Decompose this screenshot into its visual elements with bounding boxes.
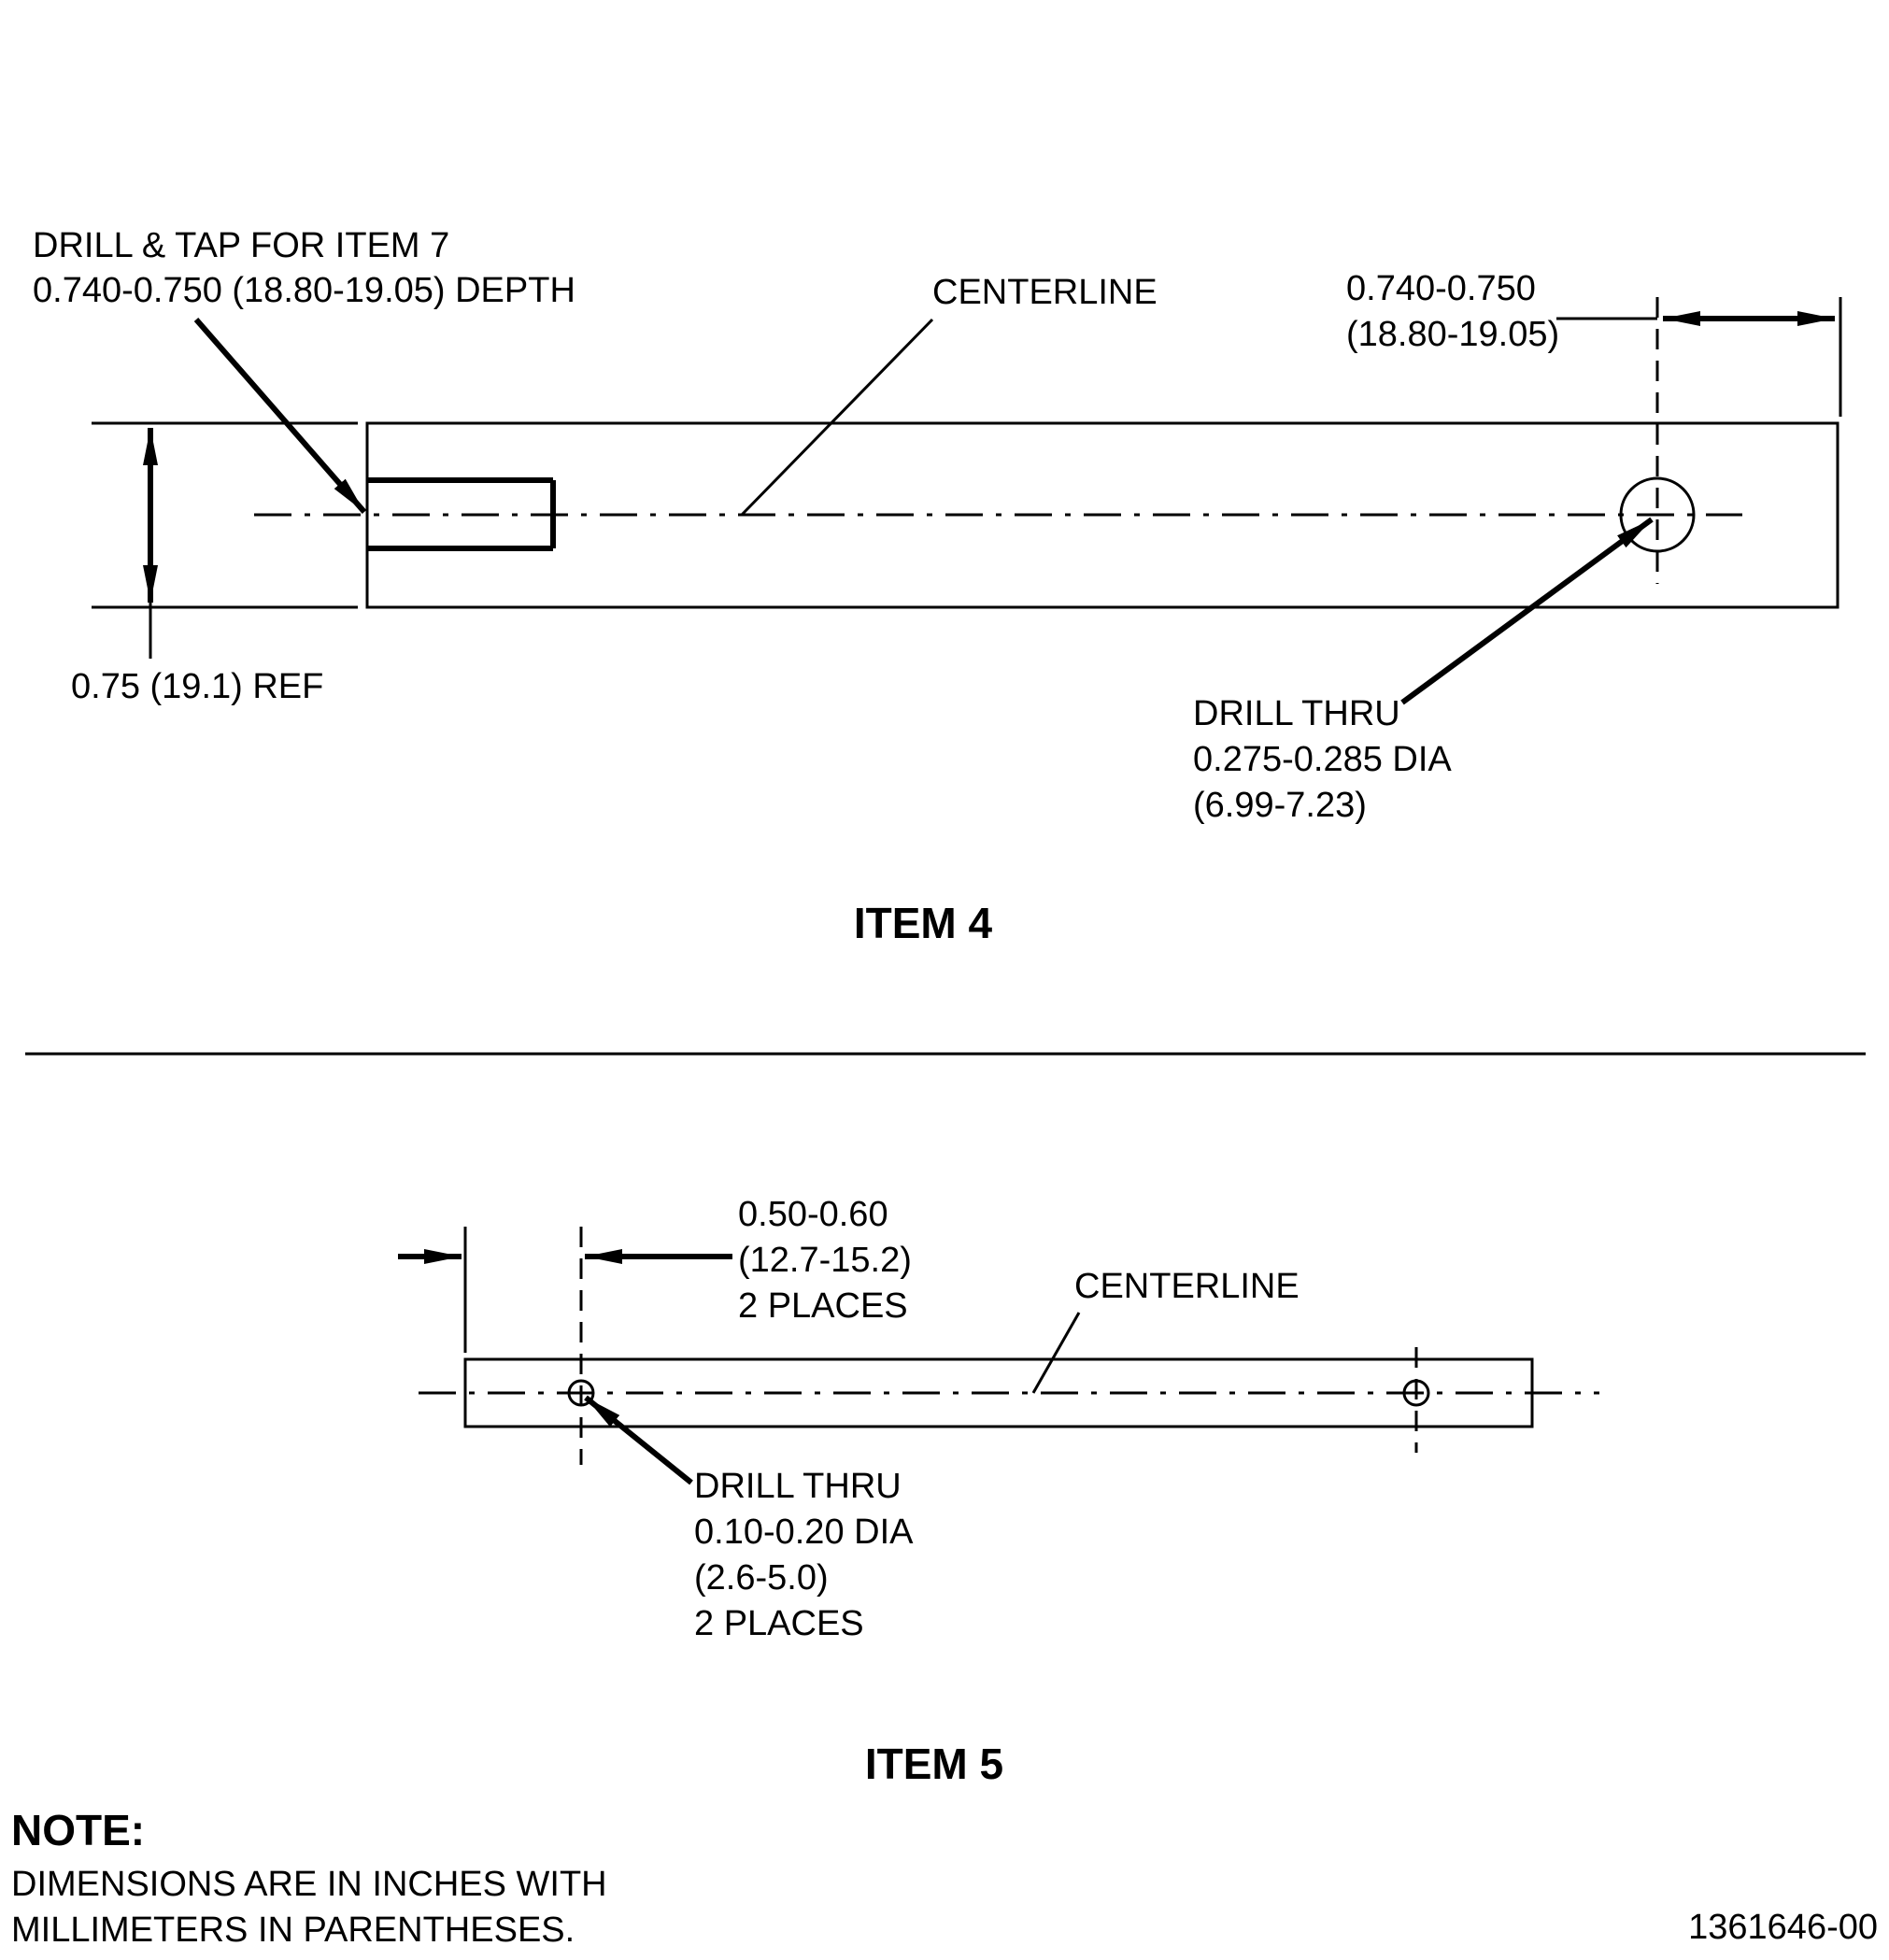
item5-drill-label-line1: DRILL THRU	[694, 1467, 902, 1506]
item5-drill-label-line3: (2.6-5.0)	[694, 1558, 829, 1598]
item4-hole-offset-label-line2: (18.80-19.05)	[1346, 315, 1559, 354]
item4-height-label: 0.75 (19.1) REF	[71, 667, 323, 706]
item5-drill-label-line2: 0.10-0.20 DIA	[694, 1513, 914, 1552]
item5-drill-leader-arrow	[584, 1395, 693, 1485]
item5-title: ITEM 5	[865, 1740, 1003, 1788]
item5-centerline-leader	[1031, 1312, 1081, 1394]
item5-offset-label-line2: (12.7-15.2)	[738, 1241, 912, 1280]
item4-centerline-leader	[740, 318, 934, 517]
item5-drill-label-line4: 2 PLACES	[694, 1604, 864, 1643]
item4-drill-label-line1: DRILL THRU	[1193, 694, 1400, 733]
item4-drill-leader-arrow	[1400, 517, 1654, 705]
item5-offset-label-line3: 2 PLACES	[738, 1286, 908, 1326]
item4-tap-label-line1: DRILL & TAP FOR ITEM 7	[33, 226, 449, 265]
item4-hole-offset-label-line1: 0.740-0.750	[1346, 269, 1536, 308]
item5-offset-label-line1: 0.50-0.60	[738, 1195, 888, 1234]
item5-view: 0.50-0.60 (12.7-15.2) 2 PLACES CENTERLIN…	[398, 1195, 1599, 1788]
item4-tap-leader-arrow	[193, 318, 367, 514]
item4-bar	[365, 421, 1839, 609]
item4-centerline-label: CENTERLINE	[932, 273, 1158, 312]
drawing-number: 1361646-00	[1688, 1908, 1878, 1947]
item4-tap-label-line2: 0.740-0.750 (18.80-19.05) DEPTH	[33, 271, 575, 310]
item4-drill-label-line2: 0.275-0.285 DIA	[1193, 740, 1452, 779]
note-line2: MILLIMETERS IN PARENTHESES.	[11, 1910, 575, 1950]
note-block: NOTE: DIMENSIONS ARE IN INCHES WITH MILL…	[11, 1806, 607, 1950]
note-line1: DIMENSIONS ARE IN INCHES WITH	[11, 1865, 607, 1904]
item4-view: DRILL & TAP FOR ITEM 7 0.740-0.750 (18.8…	[33, 226, 1842, 947]
note-heading: NOTE:	[11, 1806, 145, 1854]
item5-centerline-label: CENTERLINE	[1074, 1267, 1300, 1306]
item4-drill-label-line3: (6.99-7.23)	[1193, 786, 1367, 825]
item4-title: ITEM 4	[854, 899, 993, 947]
